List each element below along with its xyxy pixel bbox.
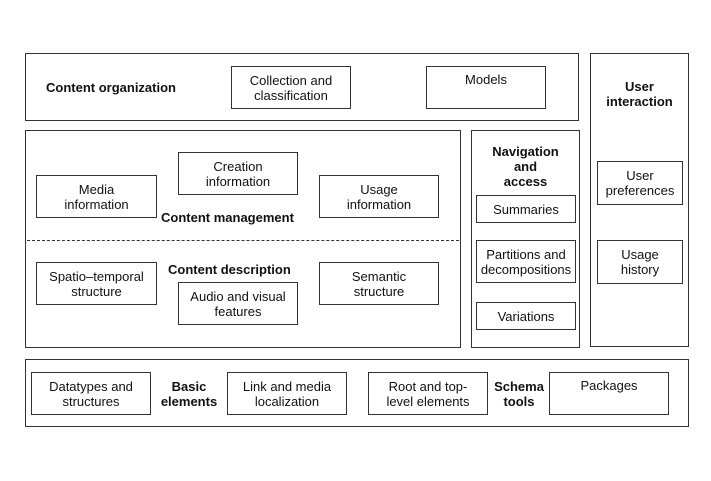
variations-box: Variations (476, 302, 576, 330)
root-top-level-elements-box: Root and top- level elements (368, 372, 488, 415)
media-information-box: Media information (36, 175, 157, 218)
usage-history-box: Usage history (597, 240, 683, 284)
content-management-label: Content management (161, 210, 294, 225)
section-divider (27, 240, 459, 241)
user-interaction-label: User interaction (606, 79, 673, 109)
semantic-structure-box: Semantic structure (319, 262, 439, 305)
user-preferences-box: User preferences (597, 161, 683, 205)
summaries-box: Summaries (476, 195, 576, 223)
creation-information-box: Creation information (178, 152, 298, 195)
schema-tools-label: Schema tools (494, 379, 544, 409)
content-description-label: Content description (168, 262, 291, 277)
packages-box: Packages (549, 372, 669, 415)
content-organization-label: Content organization (46, 80, 176, 95)
navigation-access-label: Navigation and access (492, 144, 559, 189)
link-media-localization-box: Link and media localization (227, 372, 347, 415)
basic-elements-label: Basic elements (160, 379, 218, 409)
collection-classification-box: Collection and classification (231, 66, 351, 109)
usage-information-box: Usage information (319, 175, 439, 218)
spatio-temporal-structure-box: Spatio–temporal structure (36, 262, 157, 305)
audio-visual-features-box: Audio and visual features (178, 282, 298, 325)
datatypes-structures-box: Datatypes and structures (31, 372, 151, 415)
partitions-decompositions-box: Partitions and decompositions (476, 240, 576, 283)
models-box: Models (426, 66, 546, 109)
